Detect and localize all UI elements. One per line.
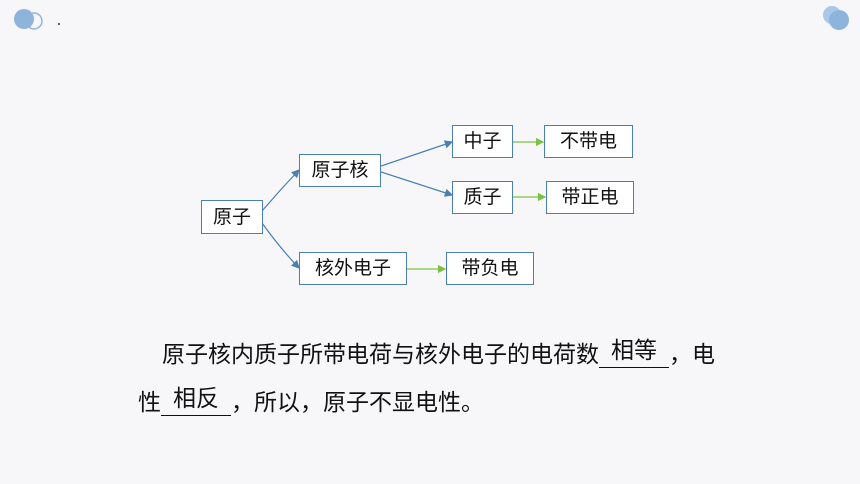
node-nucleus: 原子核 — [299, 154, 381, 187]
dot-marker — [58, 23, 60, 25]
node-neutron-charge: 不带电 — [544, 125, 633, 158]
node-neutron: 中子 — [452, 125, 513, 158]
node-proton: 质子 — [452, 181, 513, 214]
paragraph-line-1: 原子核内质子所带电荷与核外电子的电荷数相等 ，电 — [162, 340, 802, 368]
line1-suffix: ，电 — [669, 342, 715, 368]
line1-prefix: 原子核内质子所带电荷与核外电子的电荷数 — [162, 342, 599, 368]
line2-suffix: ，所以，原子不显电性。 — [231, 390, 484, 416]
answer-blank-1: 相等 — [599, 340, 669, 368]
line2-prefix: 性 — [138, 390, 161, 416]
node-electron: 核外电子 — [299, 252, 407, 285]
node-electron-charge: 带负电 — [446, 252, 534, 285]
answer-1: 相等 — [611, 338, 657, 364]
arrow-nucleus-to-proton — [380, 171, 454, 197]
answer-2: 相反 — [173, 386, 219, 412]
node-atom: 原子 — [201, 200, 263, 234]
top-left-decoration — [14, 9, 43, 30]
arrow-nucleus-to-neutron — [380, 140, 454, 167]
answer-blank-2: 相反 — [161, 388, 231, 416]
paragraph-line-2: 性相反 ，所以，原子不显电性。 — [138, 388, 778, 416]
arrow-atom-to-nucleus — [261, 169, 300, 212]
top-right-decoration — [823, 6, 849, 30]
arrow-atom-to-electron — [261, 222, 300, 269]
node-proton-charge: 带正电 — [546, 181, 634, 214]
